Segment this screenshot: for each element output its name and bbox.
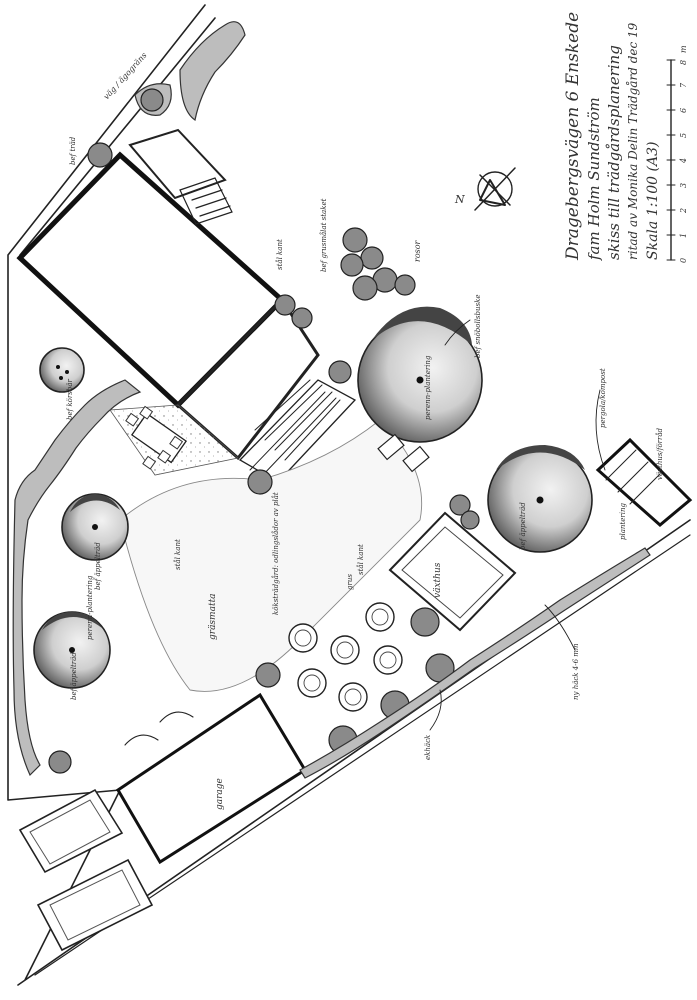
label-steel-edge-2: stål kant xyxy=(173,539,182,570)
title-block: Dragebergsvägen 6 Enskede fam Holm Sunds… xyxy=(563,12,688,263)
label-roses: rosor xyxy=(413,239,422,262)
label-steel-edge-3: stål kant xyxy=(356,544,365,575)
label-greenhouse-storage: växthus/förråd xyxy=(655,427,664,480)
label-existing-cherry: bef körsbär xyxy=(66,379,74,420)
scale-tick-0: 0 xyxy=(679,258,688,263)
label-gravel: grus xyxy=(346,574,354,590)
label-perennial-1: perenn-plantering xyxy=(424,355,432,420)
north-arrow: N xyxy=(454,167,516,211)
title-line-1: Dragebergsvägen 6 Enskede xyxy=(563,12,583,261)
kitchen-garden-pots xyxy=(288,602,403,712)
label-plant-bed: plantering xyxy=(619,503,627,540)
rose-shrubs xyxy=(274,227,416,384)
label-kitchen-garden: köksträdgård: odlingslådor av plåt xyxy=(271,492,280,615)
label-existing-apple-right: bef äppelträd xyxy=(519,502,527,550)
perimeter-hedge xyxy=(12,379,142,777)
greenhouse xyxy=(388,511,517,632)
scale-tick-4: 4 xyxy=(679,158,688,164)
tree-top-left xyxy=(39,347,85,393)
scale-tick-3: 3 xyxy=(679,183,688,188)
title-line-4: ritad av Monika Delin Trädgård dec 19 xyxy=(625,22,640,260)
scale-unit: m xyxy=(679,45,688,53)
label-existing-fence: bef grusmålat staket xyxy=(319,198,328,272)
driveway-cars xyxy=(18,788,154,952)
label-lawn: gräsmatta xyxy=(208,593,218,640)
label-existing-apple-bottom: bef äppelträd xyxy=(70,652,78,700)
label-existing-apple-left: bef äppelträd xyxy=(94,542,102,590)
scale-tick-6: 6 xyxy=(679,108,688,113)
label-steel-edge-1: stål kant xyxy=(275,239,284,270)
lawn-area xyxy=(119,419,423,692)
tree-snowball xyxy=(357,306,483,443)
leader-lines xyxy=(429,319,606,731)
scale-tick-8: 8 xyxy=(679,60,688,65)
misc-shrubs xyxy=(48,88,480,774)
scale-tick-5: 5 xyxy=(679,133,688,138)
label-existing-snowball: bef snöbollsbuske xyxy=(474,295,482,359)
tree-cherry xyxy=(487,445,593,553)
scale-bar: 0 1 2 3 4 5 6 7 8 m xyxy=(666,45,688,263)
label-pergola-compost: pergola/kompost xyxy=(599,368,607,428)
scale-tick-1: 1 xyxy=(679,233,688,238)
label-garage: garage xyxy=(215,778,225,810)
scale-tick-7: 7 xyxy=(679,82,688,88)
title-line-2: fam Holm Sundström xyxy=(585,97,603,261)
patio-area xyxy=(109,404,239,476)
lounge-furniture xyxy=(377,433,430,473)
north-label: N xyxy=(454,193,465,206)
label-greenhouse: växthus xyxy=(433,562,443,598)
garage xyxy=(115,692,308,865)
label-perennial-2: perenn-plantering xyxy=(86,575,94,640)
label-oak-fence: ekhäck xyxy=(424,735,432,760)
tree-apple-bottom xyxy=(33,611,111,689)
label-existing-tree-top: bef träd xyxy=(69,136,77,165)
scale-tick-2: 2 xyxy=(679,208,688,214)
tree-apple-left xyxy=(61,493,129,561)
title-line-3: skiss till trädgårdsplanering xyxy=(605,45,623,260)
title-line-5: Skala 1:100 (A3) xyxy=(645,142,661,260)
label-new-hedge: ny häck 4-6 mm xyxy=(572,643,580,700)
boundary-hedge-bottom xyxy=(299,547,651,779)
pergola-compost xyxy=(595,437,693,527)
